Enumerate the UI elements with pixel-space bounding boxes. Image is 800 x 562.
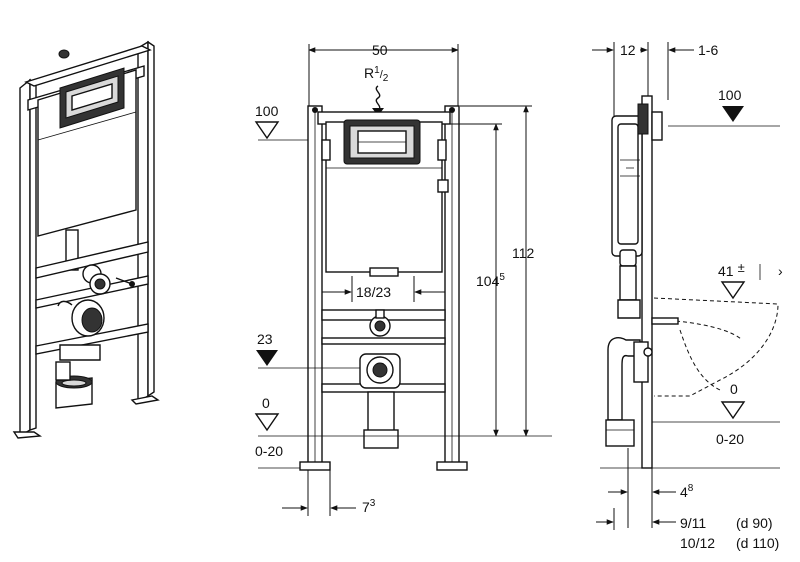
foot-depth-label: 48 [680, 483, 694, 500]
outlet-110-label: 10/12 [680, 535, 715, 551]
front-floor-range-label: 0-20 [255, 443, 283, 459]
side-depth-label: 12 [620, 42, 636, 58]
outlet-90-label: 9/11 [680, 515, 706, 531]
front-view: 50 R1/2 18/23 [254, 42, 552, 516]
outlet-90-note: (d 90) [736, 515, 773, 531]
side-view: 12 1-6 100 41± › [592, 42, 783, 551]
seat-height-label: 41± [718, 260, 745, 279]
drain-level-label: 23 [257, 331, 273, 347]
perspective-view [12, 40, 160, 439]
foot-offset-label: 73 [362, 498, 376, 515]
inner-height-label: 1045 [476, 272, 505, 289]
side-top-level-label: 100 [718, 87, 742, 103]
side-floor-range-label: 0-20 [716, 431, 744, 447]
side-floor-level-label: 0 [730, 381, 738, 397]
front-width-label: 50 [372, 42, 388, 58]
connection-label: R1/2 [364, 65, 389, 84]
front-floor-level-label: 0 [262, 395, 270, 411]
wall-gap-label: 1-6 [698, 42, 718, 58]
front-top-level-label: 100 [255, 103, 279, 119]
outlet-110-note: (d 110) [736, 535, 779, 551]
total-height-label: 112 [512, 245, 535, 261]
chevron-right-icon: › [778, 263, 783, 279]
bolt-spacing-label: 18/23 [356, 284, 391, 300]
